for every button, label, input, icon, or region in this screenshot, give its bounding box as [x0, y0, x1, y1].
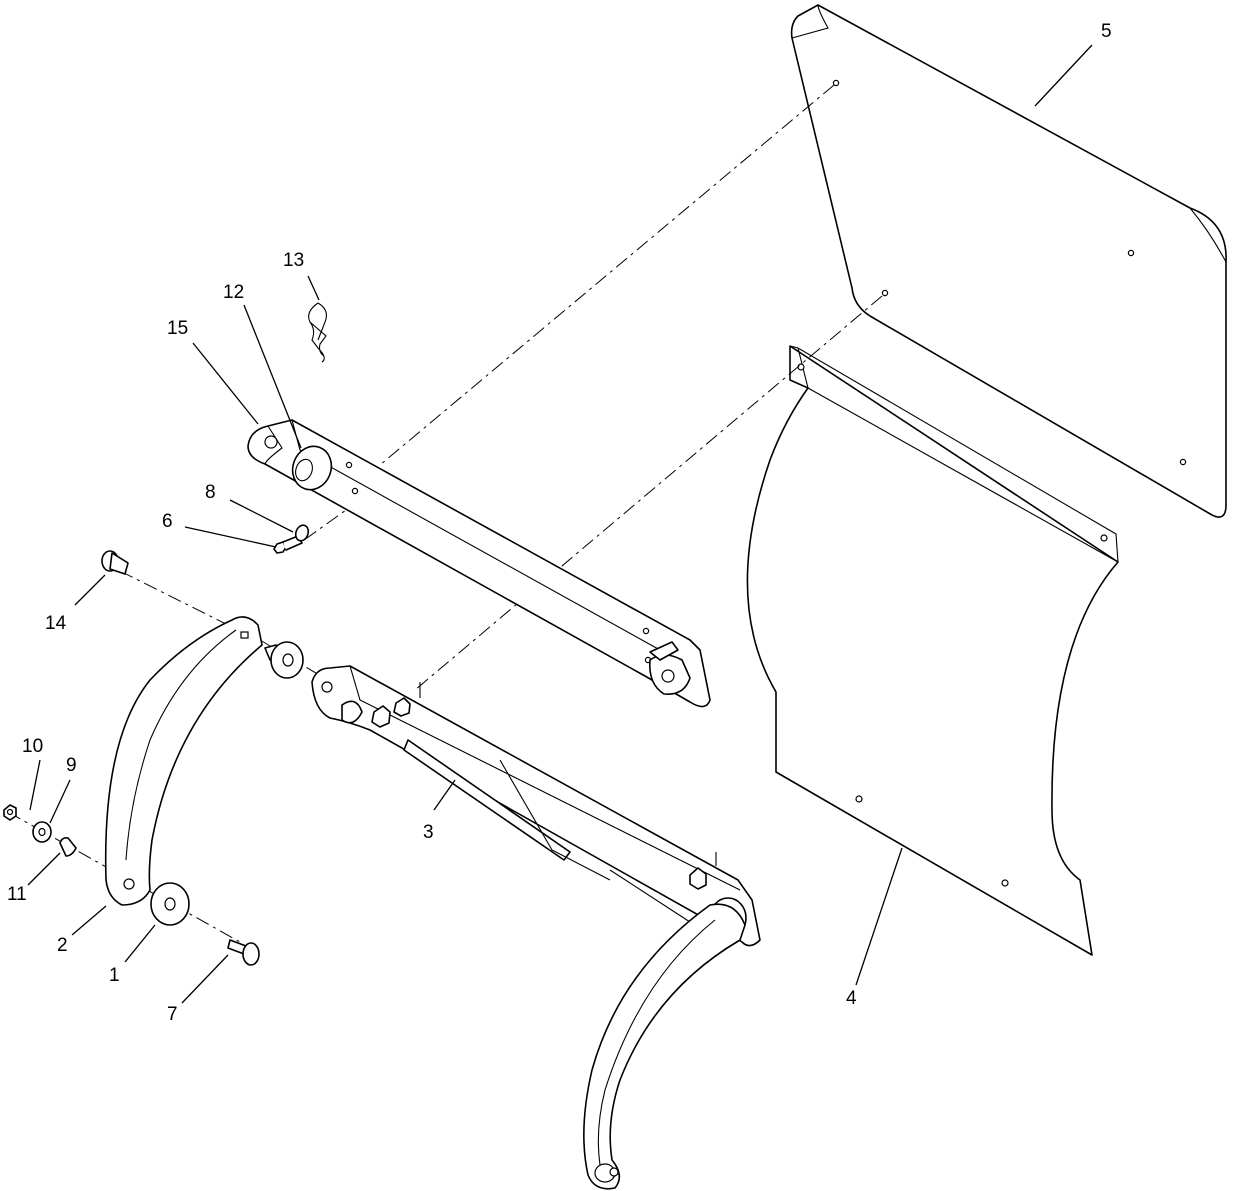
part-1-large-washer: [150, 882, 190, 926]
callout-1: 1: [109, 965, 120, 986]
part-8-lockwasher: [294, 524, 310, 542]
part-15-upper-arm: [247, 419, 711, 708]
callout-3: 3: [423, 822, 434, 843]
callout-5: 5: [1101, 21, 1112, 42]
callout-7: 7: [167, 1004, 178, 1025]
callout-15: 15: [167, 318, 188, 339]
part-9-washer: [32, 821, 52, 843]
part-13-hairpin-cotter: [308, 302, 327, 363]
part-14-shoulder-bolt: [101, 550, 129, 575]
callout-11: 11: [7, 884, 27, 905]
part-12-washer: [291, 445, 333, 491]
leader-lines: [27, 44, 1093, 1004]
callout-12: 12: [223, 282, 244, 303]
hardware-stack-upper: [264, 641, 304, 679]
part-2-left-curved-link: [104, 616, 263, 906]
callout-10: 10: [22, 736, 43, 757]
callout-9: 9: [66, 755, 77, 776]
part-5-padded-panel: [790, 4, 1227, 518]
part-4-baffle-plate: [746, 345, 1119, 956]
part-3-lower-arm: [311, 665, 761, 947]
callout-8: 8: [205, 482, 216, 503]
callout-6: 6: [162, 511, 173, 532]
part-10-nut: [3, 804, 17, 821]
right-curved-link: [583, 903, 746, 1190]
part-7-carriage-bolt: [227, 939, 260, 966]
callout-labels: 5 13 12 15 8 6 14 10 9 11 2 1 7 3 4: [7, 21, 1112, 1025]
callout-14: 14: [45, 613, 67, 634]
callout-2: 2: [57, 935, 68, 956]
callout-13: 13: [283, 250, 304, 271]
part-11-spacer: [59, 837, 77, 857]
callout-4: 4: [846, 988, 857, 1009]
